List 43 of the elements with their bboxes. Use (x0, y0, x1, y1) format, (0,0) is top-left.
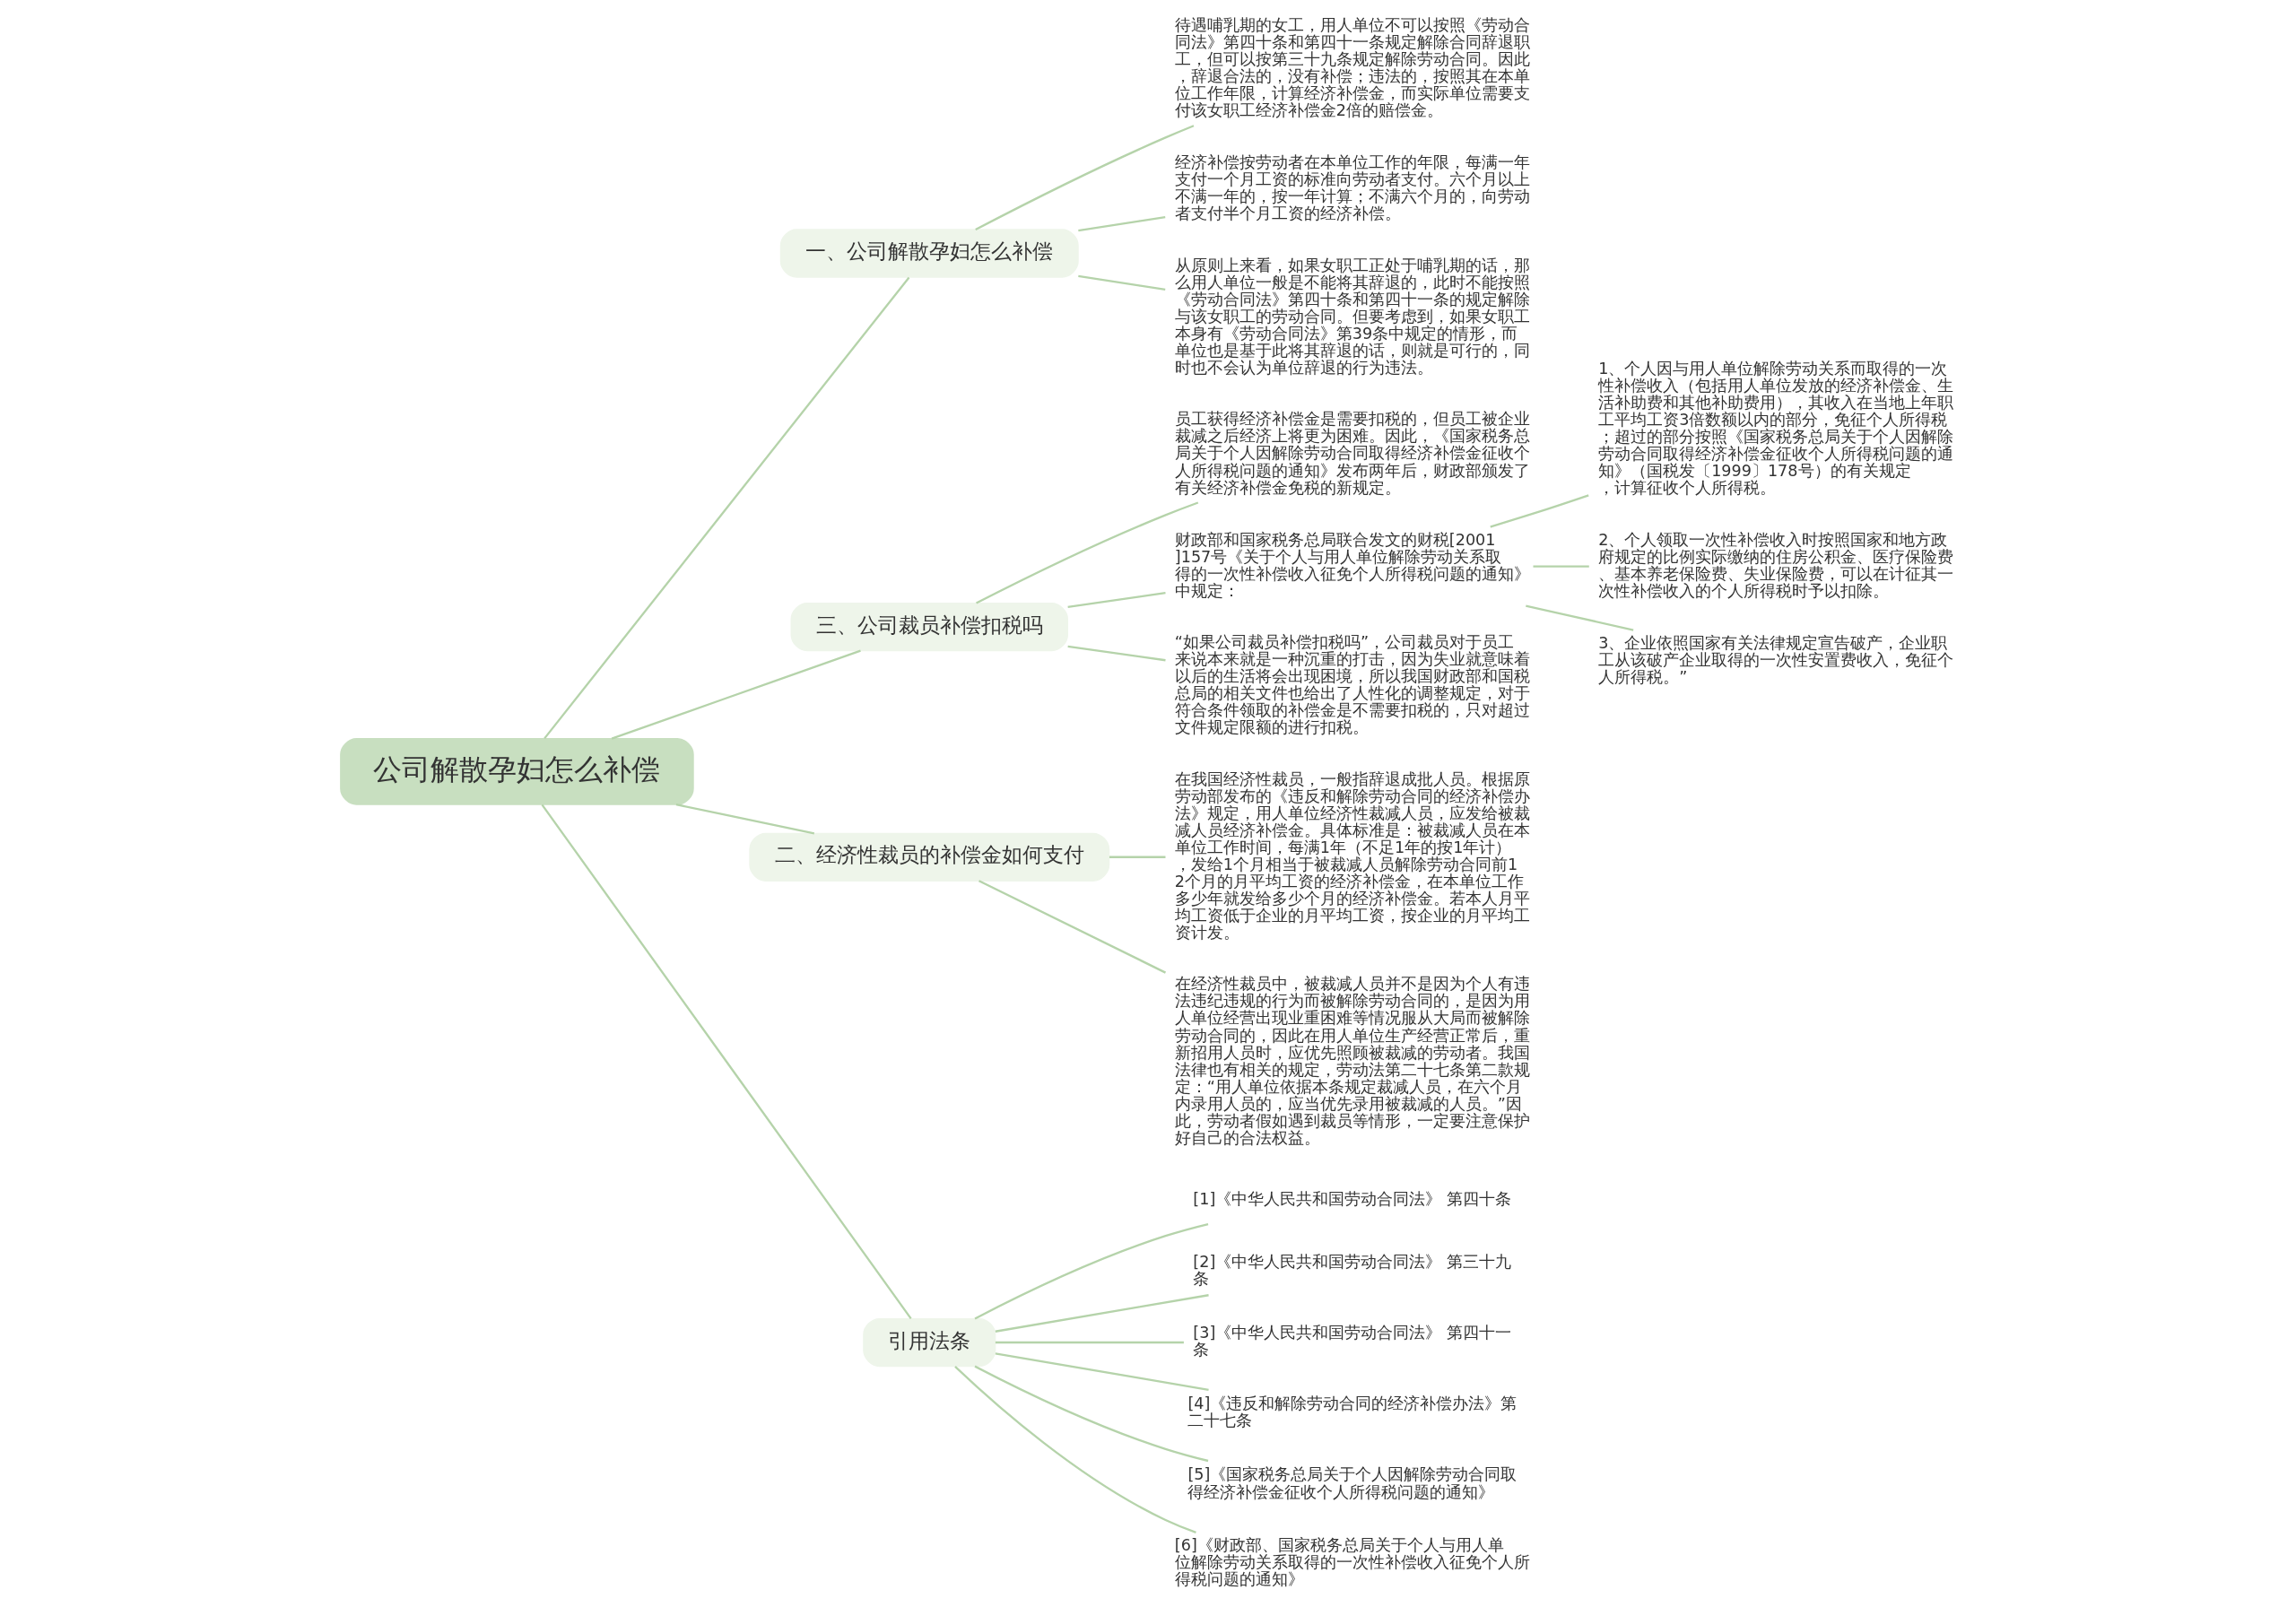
connector (995, 1341, 1184, 1344)
node-text: 在经济性裁员中，被裁减人员并不是因为个人有违法违纪违规的行为而被解除劳动合同的，是因为用人单位经营出现业重困难等情况服从大局而被解除劳动合同的，因此在用人单位生产经营正常后，重新招用人员时，应优先照顾被裁减的劳动者。我国法律也有相关的规定，劳动法第二十七条第二款规定：“用人单位依据本条规定裁减人员，在六个月内录用人员的，应当优先录用被裁减的人员。”因此，劳动者假如遇到裁员等情形，一定要注意保护好自己的合法权益。 (1174, 975, 1530, 1147)
connector (974, 1365, 1208, 1463)
node-text: 员工获得经济补偿金是需要扣税的，但员工被企业裁减之后经济上将更为困难。因此，《国家税务总局关于个人因解除劳动合同取得经济补偿金征收个人所得税问题的通知》发布两年后，财政部颁发了有关经济补偿金免税的新规定。 (1174, 410, 1530, 497)
node-text: [1]《中华人民共和国劳动合同法》 第四十条 (1192, 1190, 1511, 1209)
connector (543, 276, 909, 740)
connector (1525, 604, 1633, 631)
connector (1109, 856, 1165, 858)
node-text: [4]《违反和解除劳动合同的经济补偿办法》第二十七条 (1187, 1394, 1517, 1430)
connector (975, 501, 1198, 604)
connector (1533, 565, 1589, 568)
node-box: 二、经济性裁员的补偿金如何支付 (748, 832, 1109, 882)
connector (995, 1352, 1209, 1391)
node-text: 经济补偿按劳动者在本单位工作的年限，每满一年支付一个月工资的标准向劳动者支付。六个月以上不满一年的，按一年计算；不满六个月的，向劳动者支付半个月工资的经济补偿。 (1174, 152, 1530, 222)
connector (995, 1294, 1209, 1333)
node-text: [2]《中华人民共和国劳动合同法》 第三十九条 (1192, 1252, 1511, 1288)
connector (1077, 274, 1165, 291)
node-text: “如果公司裁员补偿扣税吗”，公司裁员对于员工来说本来就是一种沉重的打击，因为失业就意味着以后的生活将会出现困境，所以我国财政部和国税总局的相关文件也给出了人性化的调整规定，对于符合条件领取的补偿金是不需要扣税的，只对超过文件规定限额的进行扣税。 (1174, 632, 1530, 737)
node-text: 从原则上来看，如果女职工正处于哺乳期的话，那么用人单位一般是不能将其辞退的，此时不能按照《劳动合同法》第四十条和第四十一条的规定解除与该女职工的劳动合同。但要考虑到，如果女职工本身有《劳动合同法》第39条中规定的情形，而单位也是基于此将其辞退的话，则就是可行的，同时也不会认为单位辞退的行为违法。 (1174, 256, 1530, 378)
node-text: 2、个人领取一次性补偿收入时按照国家和地方政府规定的比例实际缴纳的住房公积金、医疗保险费、基本养老保险费、失业保险费，可以在计征其一次性补偿收入的个人所得税时予以扣除。 (1597, 530, 1953, 600)
connector (675, 804, 814, 835)
connector (953, 1366, 1196, 1533)
node-text: 在我国经济性裁员，一般指辞退成批人员。根据原劳动部发布的《违反和解除劳动合同的经济补偿办法》规定，用人单位经济性裁减人员，应发给被裁减人员经济补偿金。具体标准是：被裁减人员在本单位工作时间，每满1年（不足1年的按1年计），发给1个月相当于被裁减人员解除劳动合同前12个月的月平均工资的经济补偿金，在本单位工作多少年就发给多少个月的经济补偿金。若本人月平均工资低于企业的月平均工资，按企业的月平均工资计发。 (1174, 769, 1530, 942)
node-text: 待遇哺乳期的女工，用人单位不可以按照《劳动合同法》第四十条和第四十一条规定解除合同辞退职工，但可以按第三十九条规定解除劳动合同。因此，辞退合法的，没有补偿；违法的，按照其在本单位工作年限，计算经济补偿金，而实际单位需要支付该女职工经济补偿金2倍的赔偿金。 (1174, 16, 1530, 120)
connector (978, 880, 1166, 974)
node-box: 引用法条 (862, 1317, 996, 1368)
node-box: 三、公司裁员补偿扣税吗 (790, 602, 1068, 652)
connector (1066, 645, 1166, 662)
node-box: 公司解散孕妇怎么补偿 (339, 738, 694, 805)
connector (540, 804, 912, 1320)
connector (1066, 591, 1166, 609)
connector (1077, 215, 1165, 232)
connector (611, 649, 861, 740)
connector (974, 1222, 1208, 1320)
node-text: 财政部和国家税务总局联合发文的财税[2001]157号《关于个人与用人单位解除劳动关系取得的一次性补偿收入征免个人所得税问题的通知》中规定： (1174, 530, 1530, 600)
node-text: [3]《中华人民共和国劳动合同法》 第四十一条 (1192, 1324, 1511, 1359)
node-text: [5]《国家税务总局关于个人因解除劳动合同取得经济补偿金征收个人所得税问题的通知》 (1187, 1465, 1517, 1501)
node-text: 1、个人因与用人单位解除劳动关系而取得的一次性补偿收入（包括用人单位发放的经济补偿金、生活补助费和其他补助费用），其收入在当地上年职工平均工资3倍数额以内的部分，免征个人所得税；超过的部分按照《国家税务总局关于个人因解除劳动合同取得经济补偿金征收个人所得税问题的通知》（国税发〔1999〕178号）的有关规定，计算征收个人所得税。 (1597, 359, 1953, 498)
node-text: 3、企业依照国家有关法律规定宣告破产，企业职工从该破产企业取得的一次性安置费收入，免征个人所得税。” (1597, 633, 1953, 686)
node-text: [6]《财政部、国家税务总局关于个人与用人单位解除劳动关系取得的一次性补偿收入征免个人所得税问题的通知》 (1174, 1535, 1530, 1589)
node-box: 一、公司解散孕妇怎么补偿 (779, 229, 1079, 278)
connector (1489, 494, 1589, 528)
connector (974, 125, 1194, 231)
